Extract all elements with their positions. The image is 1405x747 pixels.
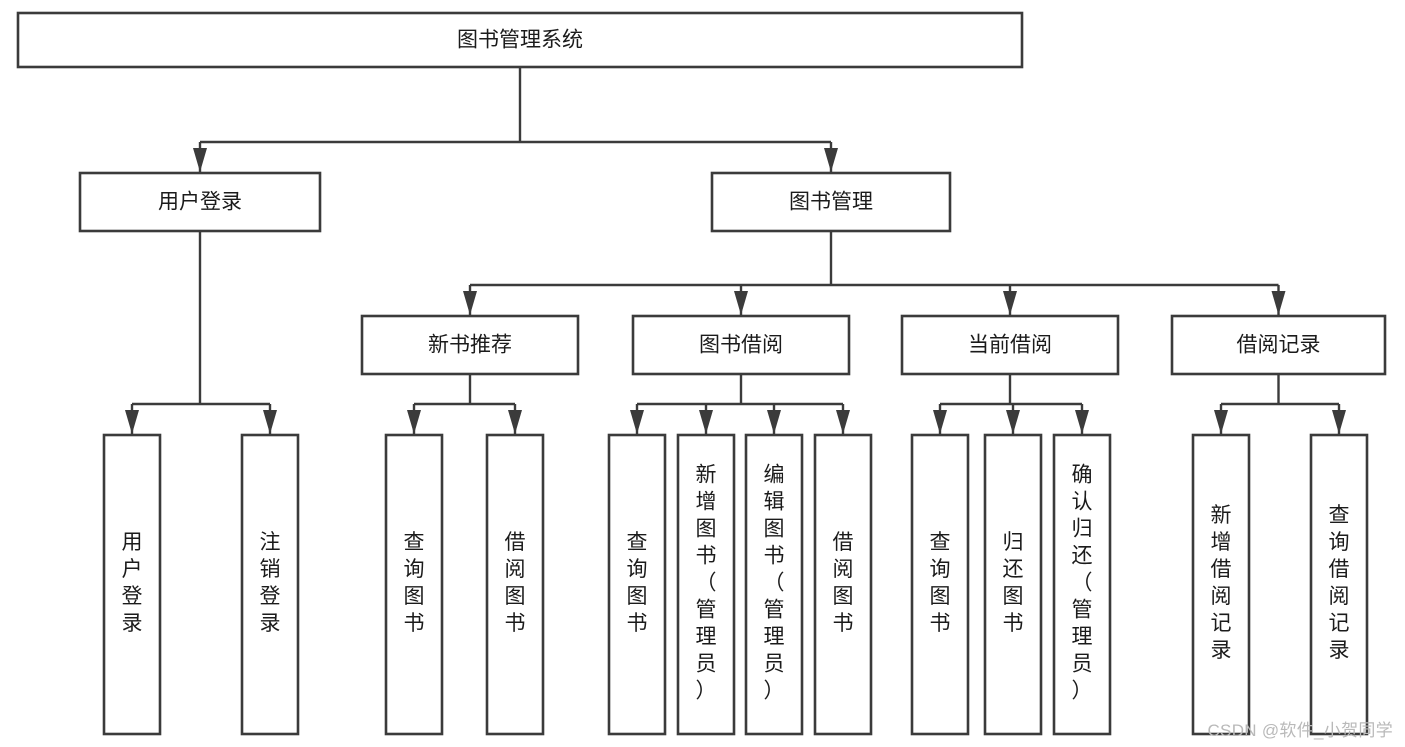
node-leaf12[interactable]: 新增借阅记录 — [1191, 433, 1251, 736]
arrow-head-icon — [699, 410, 713, 434]
node-borrow[interactable]: 图书借阅 — [631, 314, 851, 376]
node-label: 借阅图书 — [833, 531, 854, 635]
node-label: 图书管理系统 — [457, 29, 583, 52]
node-box[interactable] — [676, 433, 736, 736]
arrow-head-icon — [463, 291, 477, 315]
node-root[interactable]: 图书管理系统 — [16, 11, 1024, 69]
arrow-head-icon — [1214, 410, 1228, 434]
node-leaf11[interactable]: 确认归还（管理员） — [1052, 433, 1112, 736]
node-leaf1[interactable]: 用户登录 — [102, 433, 162, 736]
arrow-head-icon — [836, 410, 850, 434]
node-leaf8[interactable]: 借阅图书 — [813, 433, 873, 736]
node-label: 查询图书 — [404, 531, 425, 635]
node-records[interactable]: 借阅记录 — [1170, 314, 1387, 376]
node-box[interactable] — [1052, 433, 1112, 736]
node-label: 图书管理 — [789, 191, 873, 214]
node-box[interactable] — [384, 433, 444, 736]
node-leaf9[interactable]: 查询图书 — [910, 433, 970, 736]
arrow-head-icon — [1003, 291, 1017, 315]
node-box[interactable] — [485, 433, 545, 736]
node-newbook[interactable]: 新书推荐 — [360, 314, 580, 376]
node-box[interactable] — [813, 433, 873, 736]
arrow-head-icon — [193, 148, 207, 172]
arrow-head-icon — [1006, 410, 1020, 434]
node-box[interactable] — [78, 171, 322, 233]
node-label: 当前借阅 — [968, 334, 1052, 357]
arrow-head-icon — [933, 410, 947, 434]
arrow-head-icon — [734, 291, 748, 315]
arrow-head-icon — [1271, 291, 1286, 315]
node-bookmgmt[interactable]: 图书管理 — [710, 171, 952, 233]
arrow-head-icon — [1332, 410, 1346, 434]
node-label: 借阅记录 — [1237, 334, 1321, 357]
node-box[interactable] — [631, 314, 851, 376]
node-current[interactable]: 当前借阅 — [900, 314, 1120, 376]
node-box[interactable] — [1170, 314, 1387, 376]
node-leaf2[interactable]: 注销登录 — [240, 433, 300, 736]
node-box[interactable] — [16, 11, 1024, 69]
node-label: 查询图书 — [627, 531, 648, 635]
node-box[interactable] — [102, 433, 162, 736]
arrow-head-icon — [263, 410, 277, 434]
node-label: 归还图书 — [1003, 531, 1024, 635]
node-box[interactable] — [900, 314, 1120, 376]
node-label: 注销登录 — [260, 531, 281, 635]
node-label: 新增图书（管理员） — [696, 464, 717, 703]
node-box[interactable] — [240, 433, 300, 736]
node-label: 查询图书 — [930, 531, 951, 635]
node-label: 编辑图书（管理员） — [764, 464, 785, 703]
node-box[interactable] — [360, 314, 580, 376]
arrow-head-icon — [125, 410, 139, 434]
node-label: 借阅图书 — [505, 531, 526, 635]
node-leaf13[interactable]: 查询借阅记录 — [1309, 433, 1369, 736]
node-label: 确认归还（管理员） — [1072, 464, 1093, 703]
node-login[interactable]: 用户登录 — [78, 171, 322, 233]
node-leaf4[interactable]: 借阅图书 — [485, 433, 545, 736]
node-box[interactable] — [710, 171, 952, 233]
node-box[interactable] — [1191, 433, 1251, 736]
node-label: 用户登录 — [122, 531, 143, 635]
node-leaf7[interactable]: 编辑图书（管理员） — [744, 433, 804, 736]
arrow-head-icon — [630, 410, 644, 434]
node-box[interactable] — [1309, 433, 1369, 736]
node-box[interactable] — [744, 433, 804, 736]
node-box[interactable] — [983, 433, 1043, 736]
arrow-head-icon — [1075, 410, 1089, 434]
node-label: 查询借阅记录 — [1329, 504, 1350, 662]
arrow-head-icon — [824, 148, 838, 172]
node-leaf6[interactable]: 新增图书（管理员） — [676, 433, 736, 736]
node-label: 图书借阅 — [699, 334, 783, 357]
node-label: 用户登录 — [158, 191, 242, 214]
node-box[interactable] — [910, 433, 970, 736]
node-label: 新书推荐 — [428, 334, 512, 357]
watermark-label: CSDN @软件_小贺同学 — [1207, 721, 1393, 740]
node-box[interactable] — [607, 433, 667, 736]
arrow-head-icon — [407, 410, 421, 434]
node-leaf5[interactable]: 查询图书 — [607, 433, 667, 736]
node-label: 新增借阅记录 — [1211, 504, 1232, 662]
arrow-head-icon — [508, 410, 522, 434]
node-leaf3[interactable]: 查询图书 — [384, 433, 444, 736]
node-leaf10[interactable]: 归还图书 — [983, 433, 1043, 736]
arrow-head-icon — [767, 410, 781, 434]
